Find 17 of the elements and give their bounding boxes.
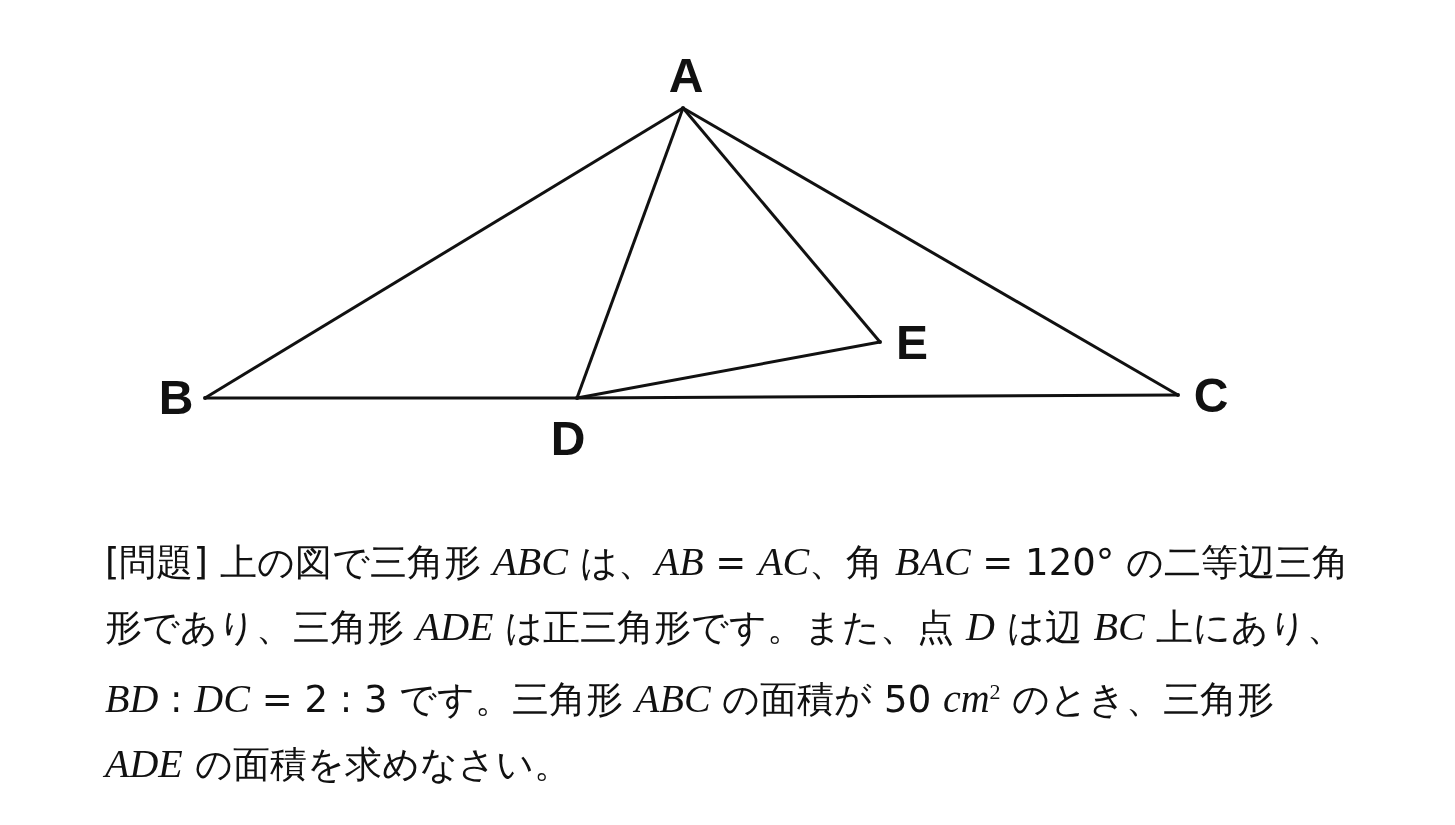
vertex-label: E bbox=[896, 319, 928, 367]
vertex-point bbox=[878, 340, 882, 344]
line-segment bbox=[682, 106, 1179, 397]
line-segment bbox=[575, 107, 685, 399]
vertex-label: A bbox=[668, 52, 704, 100]
line-segment bbox=[681, 107, 882, 343]
vertex-point bbox=[203, 396, 207, 400]
vertex-label: D bbox=[550, 415, 586, 463]
vertex-point bbox=[681, 106, 685, 110]
vertex-point bbox=[575, 396, 579, 400]
vertex-label: B bbox=[158, 374, 194, 422]
vertex-label: C bbox=[1193, 372, 1229, 420]
line-segment bbox=[204, 106, 684, 400]
line-segment bbox=[576, 340, 881, 400]
line-segment bbox=[205, 396, 577, 400]
problem-text: [問題] 上の図で三角形 ABC は、AB = AC、角 BAC = 120° の二等辺三角形であり、三角形 ADE は正三角形です。また、点 D は辺 BC 上にあり、BD : DC = 2 : 3 です。三角形 ABC の面積が 50 cm$^{2}$ のとき、三角形 ADE の面積を求めなさい。 bbox=[105, 538, 1350, 789]
vertex-point bbox=[1176, 393, 1180, 397]
